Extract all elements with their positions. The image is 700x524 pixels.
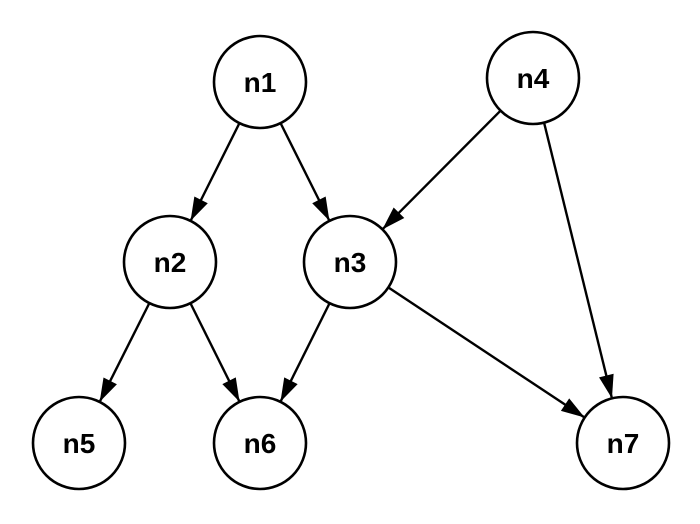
edge-n1-n2 [189,123,241,221]
edge-n3-n7 [388,286,585,419]
edges-layer [99,110,614,419]
node-label-n4: n4 [517,63,550,94]
edge-n4-n7 [543,123,614,399]
edge-n1-n3 [279,123,331,221]
nodes-layer: n1 n2 n3 n4 n5 n6 n7 [31,30,671,491]
node-n4: n4 [485,30,581,126]
node-circle-n2 [122,214,218,310]
node-n2: n2 [122,214,218,310]
node-label-n2: n2 [154,247,187,278]
node-n1: n1 [212,34,308,130]
node-label-n5: n5 [63,428,96,459]
node-label-n1: n1 [244,67,277,98]
node-n7: n7 [575,395,671,491]
node-n3: n3 [302,214,398,310]
node-circle-n5 [31,395,127,491]
node-circle-n7 [575,395,671,491]
node-circle-n1 [212,34,308,130]
node-label-n6: n6 [244,428,277,459]
node-circle-n3 [302,214,398,310]
edge-n4-n3 [382,110,501,230]
node-circle-n6 [212,395,308,491]
edge-n2-n5 [99,303,150,402]
node-label-n7: n7 [607,428,640,459]
node-n6: n6 [212,395,308,491]
node-label-n3: n3 [334,247,367,278]
node-n5: n5 [31,395,127,491]
edge-n2-n6 [189,303,241,402]
node-circle-n4 [485,30,581,126]
edge-n3-n6 [279,303,331,402]
